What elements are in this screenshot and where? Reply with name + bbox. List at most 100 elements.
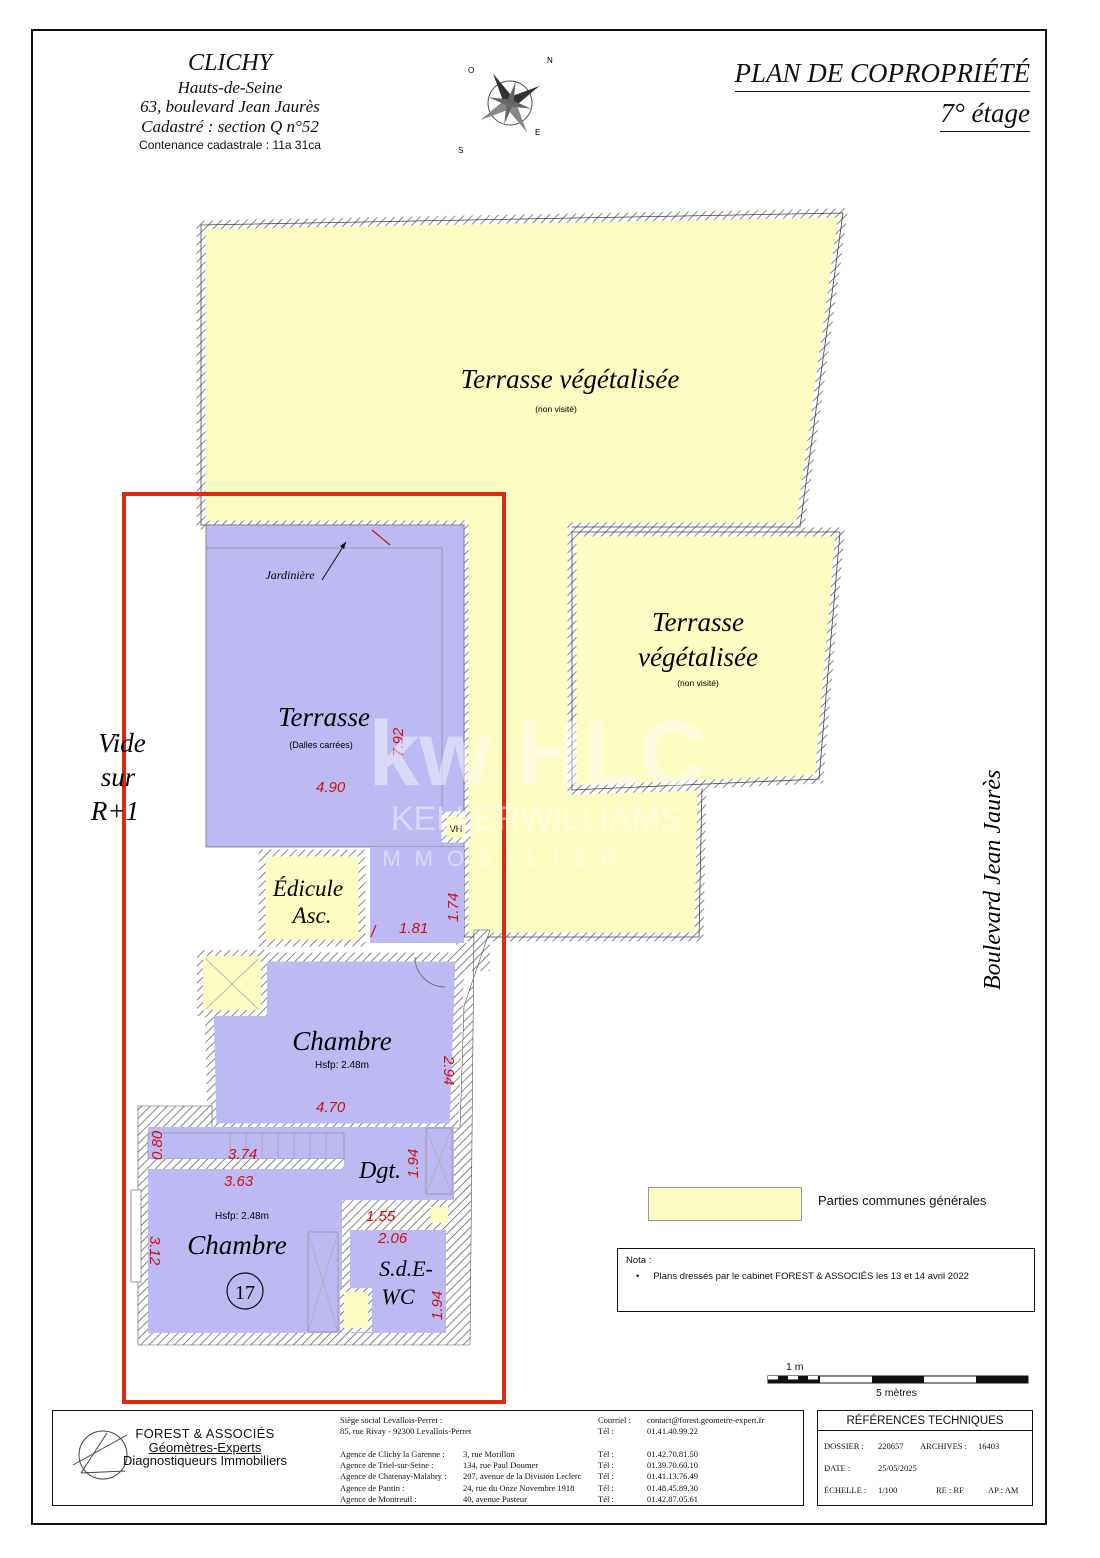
cadastre: Cadastré : section Q n°52 xyxy=(141,116,319,136)
office-name: Agence de Pantin : xyxy=(340,1482,405,1493)
edicule-asc-area xyxy=(258,849,366,947)
archives-label: ARCHIVES : xyxy=(920,1441,967,1451)
compass-n: N xyxy=(547,56,553,65)
ap-label: AP : AM xyxy=(988,1485,1019,1495)
chambre-2-label: Chambre xyxy=(187,1230,287,1260)
dim-3-63: 3.63 xyxy=(224,1173,254,1190)
vide-line-3: R+1 xyxy=(90,796,139,826)
office-name: 85, rue Rivay - 92300 Levallois-Perret xyxy=(340,1426,472,1437)
department: Hauts-de-Seine xyxy=(177,77,283,97)
dim-1-81: 1.81 xyxy=(399,920,428,937)
watermark: kw HLC KELLERWILLIAMS IMMOBILIER xyxy=(362,703,705,871)
sde-label-2: WC xyxy=(382,1284,415,1309)
echelle-label: ÉCHELLE : xyxy=(824,1485,867,1495)
compass-s: S xyxy=(458,146,463,155)
dossier-label: DOSSIER : xyxy=(824,1441,864,1451)
dim-4-90: 4.90 xyxy=(316,779,346,796)
date-label: DATE : xyxy=(824,1463,851,1473)
dossier-value: 220657 xyxy=(878,1441,904,1451)
terrasse-veg-2-note: (non visité) xyxy=(677,678,719,688)
firm-block: FOREST & ASSOCIÉS Géomètres-Experts Diag… xyxy=(123,1427,287,1468)
header-address-block: CLICHY Hauts-de-Seine 63, boulevard Jean… xyxy=(105,50,355,153)
lot-number: 17 xyxy=(235,1282,255,1304)
contact-value: 01.41.13.76.49 xyxy=(647,1471,698,1482)
dim-3-12: 3.12 xyxy=(146,1236,163,1266)
nota-title: Nota : xyxy=(626,1255,652,1266)
dim-2-94: 2.94 xyxy=(440,1055,457,1085)
street-label: Boulevard Jean Jaurès xyxy=(980,770,1006,990)
firm-name: FOREST & ASSOCIÉS xyxy=(135,1426,275,1441)
contact-key: Courriel : xyxy=(598,1415,631,1425)
dim-1-55: 1.55 xyxy=(366,1208,396,1225)
terrasse-veg-2-label-1: Terrasse xyxy=(652,607,744,637)
title-block: FOREST & ASSOCIÉS Géomètres-Experts Diag… xyxy=(52,1410,804,1506)
dim-1-74: 1.74 xyxy=(445,893,462,922)
office-name: Agence de Montreuil : xyxy=(340,1494,417,1505)
references-title: RÉFÉRENCES TECHNIQUES xyxy=(818,1411,1032,1431)
terrasse-private-area xyxy=(205,524,465,848)
scale-bar xyxy=(767,1375,1029,1384)
header-title-block: PLAN DE COPROPRIÉTÉ 7° étage xyxy=(660,58,1030,132)
nota-item-text: Plans dressés par le cabinet FOREST & AS… xyxy=(653,1271,969,1282)
office-addr: 3, rue Morillon xyxy=(463,1448,515,1459)
office-addr: 24, rue du Onze Novembre 1918 xyxy=(463,1482,575,1493)
contact-values: contact@forest.geometre-expert.fr 01.41.… xyxy=(647,1415,803,1505)
edicule-label-2: Asc. xyxy=(291,903,332,928)
chambre-1-label: Chambre xyxy=(292,1026,392,1056)
legend-swatch xyxy=(648,1187,802,1221)
contact-keys: Courriel : Tél : Tél : Tél : Tél : Tél :… xyxy=(598,1415,644,1505)
address: 63, boulevard Jean Jaurès xyxy=(140,97,320,117)
compass-e: E xyxy=(535,128,540,137)
plan-title: PLAN DE COPROPRIÉTÉ xyxy=(734,58,1030,92)
vide-line-1: Vide xyxy=(98,728,145,758)
firm-logo-icon xyxy=(72,1430,128,1480)
legend-label: Parties communes générales xyxy=(818,1193,987,1208)
date-value: 25/05/2025 xyxy=(878,1463,917,1473)
watermark-logo: kw HLC xyxy=(368,703,705,805)
re-label: RE : RF xyxy=(936,1485,964,1495)
office-addresses: 3, rue Morillon 134, rue Paul Doumer 207… xyxy=(463,1415,603,1505)
dim-1-94-dgt: 1.94 xyxy=(405,1149,422,1178)
contact-key: Tél : xyxy=(598,1426,614,1437)
nota-box: Nota : •Plans dressés par le cabinet FOR… xyxy=(617,1248,1035,1312)
archives-value: 16403 xyxy=(978,1441,1000,1451)
contact-value: 01.42.70.81.50 xyxy=(647,1448,698,1459)
jardiniere-label: Jardinière xyxy=(265,568,315,582)
terrasse-label: Terrasse xyxy=(278,702,370,732)
contact-key: Tél : xyxy=(598,1494,614,1505)
watermark-line-2: IMMOBILIER xyxy=(362,846,632,871)
firm-sub-2: Diagnostiqueurs Immobiliers xyxy=(123,1453,288,1469)
dgt-label: Dgt. xyxy=(358,1158,401,1184)
compass-rose-icon: N O E S xyxy=(458,56,553,155)
chambre-2-hsfp: Hsfp: 2.48m xyxy=(215,1211,269,1222)
firm-sub-1: Géomètres-Experts xyxy=(148,1439,262,1455)
terrasse-note: (Dalles carrées) xyxy=(289,740,353,750)
dim-7-92: 7.92 xyxy=(390,727,407,757)
contenance: Contenance cadastrale : 11a 31ca xyxy=(139,138,321,153)
contact-value: 01.48.45.89.30 xyxy=(647,1482,698,1493)
contact-key: Tél : xyxy=(598,1482,614,1493)
scale-label-top: 1 m xyxy=(786,1361,804,1373)
contact-value: 01.42.87.05.61 xyxy=(647,1494,698,1505)
chambre-2-area xyxy=(148,1169,308,1333)
dim-2-06: 2.06 xyxy=(377,1230,408,1247)
office-addr: 207, avenue de la Division Leclerc xyxy=(463,1471,582,1482)
terrasse-veg-1-label: Terrasse végétalisée xyxy=(461,364,680,394)
sheet-border xyxy=(31,29,1047,1525)
vide-line-2: sur xyxy=(101,762,136,792)
contact-key: Tél : xyxy=(598,1471,614,1482)
office-name xyxy=(340,1438,468,1449)
contact-value: 01.39.70.60.10 xyxy=(647,1460,698,1471)
dim-0-80: 0.80 xyxy=(149,1130,166,1160)
scale-label-bottom: 5 mètres xyxy=(876,1387,917,1399)
compass-o: O xyxy=(468,66,474,75)
nota-item: •Plans dressés par le cabinet FOREST & A… xyxy=(636,1271,969,1282)
office-name: Agence de Triel-sur-Seine : xyxy=(340,1460,434,1471)
terrasse-veg-2-label-2: végétalisée xyxy=(638,642,758,672)
chambre-1-hsfp: Hsfp: 2.48m xyxy=(315,1060,369,1071)
contact-key: Tél : xyxy=(598,1448,614,1459)
lot-number-circle xyxy=(226,1272,264,1310)
dim-4-70: 4.70 xyxy=(316,1099,346,1116)
vh-label: VH xyxy=(450,824,463,834)
